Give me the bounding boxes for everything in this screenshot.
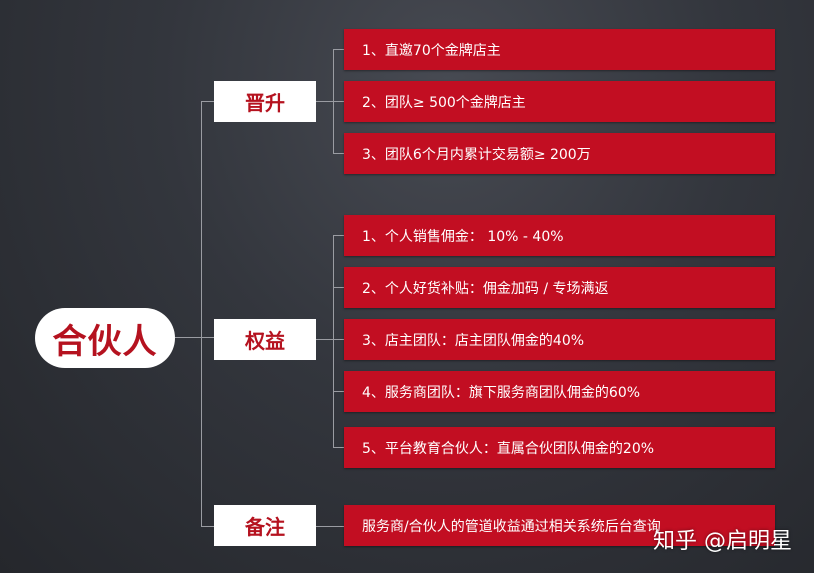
category-benefits: 权益	[214, 319, 316, 360]
connector	[316, 339, 344, 340]
connector	[333, 235, 334, 447]
connector	[333, 49, 334, 153]
benefit-item: 2、个人好货补贴：佣金加码 / 专场满返	[344, 267, 775, 308]
root-node: 合伙人	[35, 308, 175, 368]
promotion-item: 3、团队6个月内累计交易额≥ 200万	[344, 133, 775, 174]
promotion-item: 1、直邀70个金牌店主	[344, 29, 775, 70]
connector	[333, 235, 344, 236]
connector	[333, 287, 344, 288]
connector	[333, 49, 344, 50]
connector	[175, 337, 214, 338]
promotion-item: 2、团队≥ 500个金牌店主	[344, 81, 775, 122]
connector	[316, 101, 344, 102]
connector	[333, 153, 344, 154]
benefit-item: 4、服务商团队：旗下服务商团队佣金的60%	[344, 371, 775, 412]
connector	[333, 391, 344, 392]
benefit-item: 3、店主团队：店主团队佣金的40%	[344, 319, 775, 360]
connector	[201, 526, 214, 527]
connector	[333, 447, 344, 448]
category-promotion: 晋升	[214, 81, 316, 122]
benefit-item: 1、个人销售佣金： 10% - 40%	[344, 215, 775, 256]
category-notes: 备注	[214, 505, 316, 546]
watermark: 知乎 @启明星	[653, 529, 792, 554]
connector	[316, 526, 344, 527]
benefit-item: 5、平台教育合伙人：直属合伙团队佣金的20%	[344, 427, 775, 468]
note-item: 服务商/合伙人的管道收益通过相关系统后台查询	[344, 505, 775, 546]
connector	[201, 101, 214, 102]
connector	[201, 101, 202, 526]
